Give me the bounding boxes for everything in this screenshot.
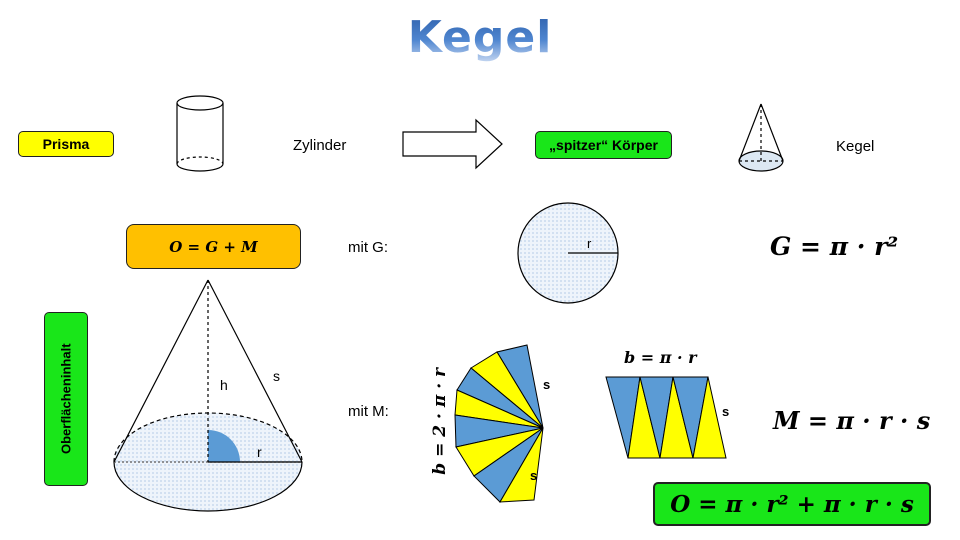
surface-formula-box: O = G + M <box>126 224 301 269</box>
arrow-right <box>402 118 503 170</box>
base-circle-figure <box>517 202 619 304</box>
cylinder-figure <box>176 95 224 172</box>
zylinder-label: Zylinder <box>293 137 347 154</box>
kegel-label: Kegel <box>836 138 875 155</box>
sector-s-bottom: s <box>530 468 538 483</box>
half-arc-formula: b = π · r <box>624 348 697 367</box>
circle-radius-label: r <box>587 236 592 251</box>
sector-fan-figure <box>454 344 544 503</box>
prisma-box: Prisma <box>18 131 114 157</box>
lateral-area-formula: M = π · r · s <box>773 406 931 435</box>
final-surface-formula: O = π · r² + π · r · s <box>653 482 931 526</box>
page-title: Kegel <box>0 12 960 63</box>
small-cone-figure <box>738 103 784 172</box>
arc-length-formula: b = 2 · π · r <box>430 368 450 475</box>
sector-s-top: s <box>543 377 551 392</box>
oberflaecheninhalt-box: Oberflächeninhalt <box>44 312 88 486</box>
radius-label: r <box>257 444 262 460</box>
spitzer-koerper-box: „spitzer“ Körper <box>535 131 672 159</box>
slant-label: s <box>273 368 280 384</box>
mit-g-label: mit G: <box>348 239 388 256</box>
height-label: h <box>220 377 228 393</box>
strip-s-label: s <box>722 404 730 419</box>
base-area-formula: G = π · r² <box>770 232 899 261</box>
unrolled-strip-figure <box>605 376 727 459</box>
mit-m-label: mit M: <box>348 403 389 420</box>
large-cone-figure <box>113 279 303 512</box>
